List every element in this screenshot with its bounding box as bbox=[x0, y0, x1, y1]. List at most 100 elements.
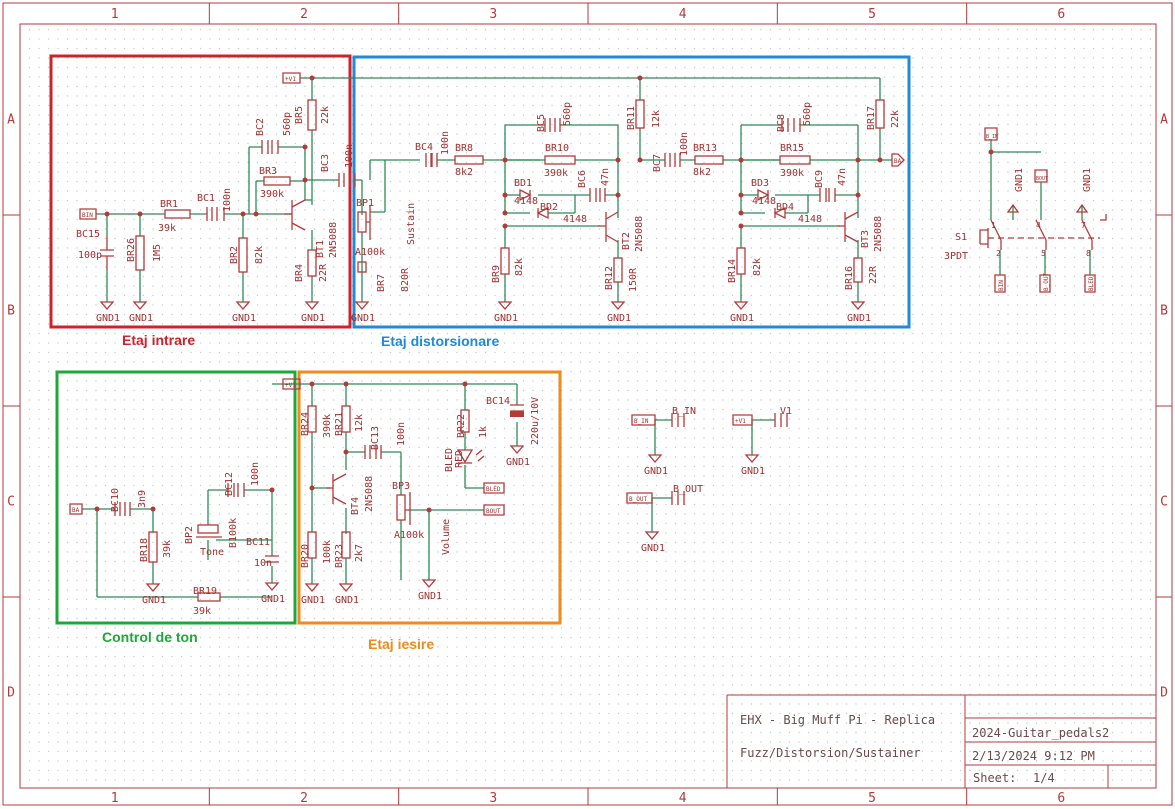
column-mark: 3 bbox=[489, 7, 497, 22]
potentiometers bbox=[196, 205, 411, 538]
value-bp3: A100k bbox=[394, 530, 424, 541]
label-bc3: BC3 bbox=[320, 154, 331, 172]
label-bd3: BD3 bbox=[751, 178, 769, 189]
gnd-label: GND1 bbox=[607, 313, 631, 324]
value-br10: 390k bbox=[544, 168, 568, 179]
gnd-label: GND1 bbox=[301, 595, 325, 606]
net-sw-gnd1: GND1 bbox=[1014, 168, 1025, 192]
value-bt2: 2N5088 bbox=[634, 216, 645, 252]
value-bt1: 2N5088 bbox=[328, 222, 339, 258]
label-br26: BR26 bbox=[126, 238, 137, 262]
gnd-label: GND1 bbox=[730, 313, 754, 324]
value-br3: 390k bbox=[260, 189, 284, 200]
ground-icon bbox=[354, 301, 370, 310]
label-br11: BR11 bbox=[626, 106, 637, 130]
gnd-label: GND1 bbox=[847, 313, 871, 324]
ground-icon bbox=[744, 454, 760, 463]
date-text: 2/13/2024 9:12 PM bbox=[972, 749, 1095, 763]
value-br21: 12k bbox=[354, 414, 365, 432]
value-bc12: 100n bbox=[250, 462, 261, 486]
value-bt3: 2N5088 bbox=[873, 216, 884, 252]
label-br1: BR1 bbox=[160, 199, 178, 210]
value-bc9: 47n bbox=[837, 168, 848, 186]
label-br23: BR23 bbox=[334, 544, 345, 568]
label-bp2: BP2 bbox=[184, 526, 195, 544]
ground-icon bbox=[497, 301, 513, 310]
label-bc2: BC2 bbox=[255, 118, 266, 136]
label-br5: BR5 bbox=[294, 106, 305, 124]
label-br2: BR2 bbox=[229, 246, 240, 264]
label-bc9: BC9 bbox=[814, 170, 825, 188]
row-mark: B bbox=[7, 304, 15, 319]
ground-icon bbox=[644, 531, 660, 540]
transistors bbox=[284, 199, 859, 505]
ground-icon bbox=[99, 301, 115, 310]
label-bd2: BD2 bbox=[540, 202, 558, 213]
label-bt1: BT1 bbox=[315, 240, 326, 258]
label-br14: BR14 bbox=[727, 259, 738, 283]
label-bin: B_IN bbox=[672, 406, 696, 417]
value-br19: 39k bbox=[193, 606, 211, 617]
knob-bp1: Sustain bbox=[406, 203, 417, 245]
value-br8: 8k2 bbox=[455, 167, 473, 178]
ground-icon bbox=[304, 301, 320, 310]
group-box-tone bbox=[55, 370, 297, 625]
subtitle-text: Fuzz/Distorsion/Sustainer bbox=[740, 746, 921, 760]
column-mark: 5 bbox=[868, 791, 876, 806]
value-bc1: 100n bbox=[222, 188, 233, 212]
label-br21: BR21 bbox=[334, 412, 345, 436]
switch-s1 bbox=[979, 203, 1107, 250]
net-sw-bright: BLED bbox=[1088, 276, 1095, 291]
value-br2: 82k bbox=[254, 246, 265, 264]
net-vcc-3: +V1 bbox=[735, 418, 746, 425]
net-b-out: B_OUT bbox=[629, 496, 647, 503]
net-sw-mid: BOUT bbox=[1036, 176, 1048, 182]
value-br20: 100k bbox=[322, 540, 333, 564]
net-sw-gnd2: GND1 bbox=[1082, 168, 1093, 192]
column-mark: 6 bbox=[1057, 7, 1065, 22]
value-s1: 3PDT bbox=[944, 251, 968, 262]
net-vcc-2: +V1 bbox=[285, 382, 296, 389]
value-bc8: 560p bbox=[802, 102, 813, 126]
gnd-label: GND1 bbox=[261, 594, 285, 605]
value-bc14: 220u/10V bbox=[530, 397, 541, 445]
label-bt3: BT3 bbox=[860, 230, 871, 248]
label-bc14: BC14 bbox=[486, 396, 510, 407]
label-bled: BLED bbox=[444, 448, 455, 472]
ground-icon bbox=[132, 301, 148, 310]
row-mark: D bbox=[1160, 686, 1168, 701]
value-br24: 390k bbox=[322, 414, 333, 438]
label-bc4: BC4 bbox=[415, 142, 433, 153]
sw-pin8: 8 bbox=[1086, 249, 1091, 258]
gnd-label: GND1 bbox=[644, 466, 668, 477]
row-mark: D bbox=[7, 686, 15, 701]
value-bc3: 100n bbox=[344, 144, 355, 168]
value-bc2: 560p bbox=[282, 112, 293, 136]
gnd-label: GND1 bbox=[142, 595, 166, 606]
ground-icon bbox=[264, 582, 280, 591]
ground-icon bbox=[304, 583, 320, 592]
label-bc15: BC15 bbox=[76, 229, 100, 240]
value-br9: 82k bbox=[514, 258, 525, 276]
column-mark: 4 bbox=[679, 791, 687, 806]
label-bc7: BC7 bbox=[652, 154, 663, 172]
column-mark: 5 bbox=[868, 7, 876, 22]
gnd-label: GND1 bbox=[96, 313, 120, 324]
value-bc4: 100n bbox=[440, 131, 451, 155]
ground-icon bbox=[145, 583, 161, 592]
value-br12: 150R bbox=[628, 267, 639, 292]
junctions bbox=[94, 75, 994, 513]
value-bt4: 2N5088 bbox=[364, 476, 375, 512]
label-bt4: BT4 bbox=[350, 497, 361, 515]
row-mark: A bbox=[1160, 113, 1168, 128]
sheet-value: 1/4 bbox=[1033, 771, 1055, 785]
gnd-label: GND1 bbox=[129, 313, 153, 324]
label-br12: BR12 bbox=[604, 266, 615, 290]
ground-symbols bbox=[99, 301, 866, 592]
sw-pin7: 7 bbox=[1081, 221, 1086, 230]
label-br19: BR19 bbox=[193, 586, 217, 597]
title-text: EHX - Big Muff Pi - Replica bbox=[740, 713, 935, 727]
project-text: 2024-Guitar_pedals2 bbox=[972, 726, 1109, 740]
net-flags bbox=[69, 72, 1096, 516]
label-bc1: BC1 bbox=[197, 193, 215, 204]
